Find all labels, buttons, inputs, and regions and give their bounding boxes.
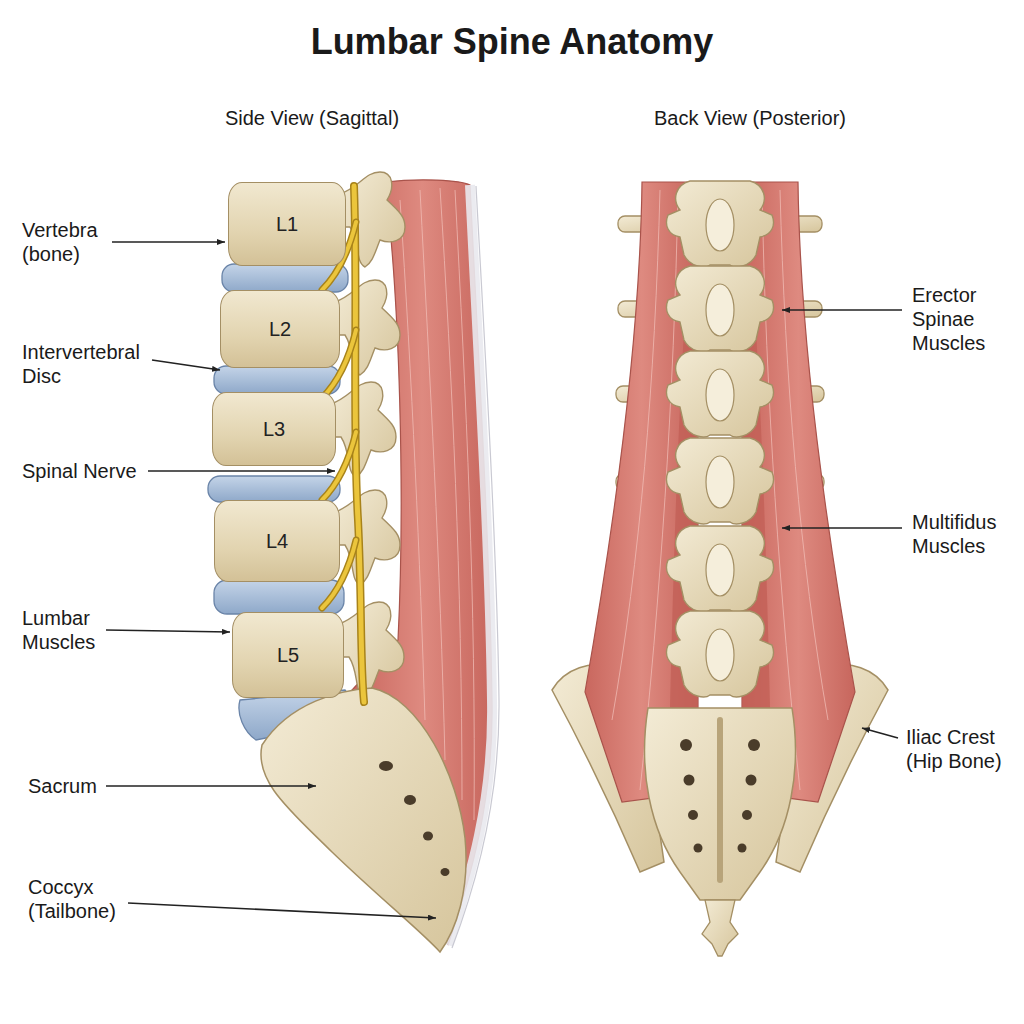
sacral-foramina: [423, 832, 433, 841]
spinous-processes: [706, 544, 734, 596]
disc: [214, 366, 340, 394]
part-label: Iliac Crest (Hip Bone): [906, 725, 1020, 773]
vertebral-body: L4: [214, 500, 340, 582]
vertebral-body: L5: [232, 612, 344, 698]
sacral-foramina: [379, 761, 393, 771]
vertebra-label: L1: [276, 213, 298, 236]
part-label: Multifidus Muscles: [912, 510, 1020, 558]
spinous-processes: [706, 199, 734, 251]
vertebral-column: [667, 526, 774, 612]
part-label: Sacrum: [28, 774, 128, 798]
leader-line: [128, 903, 436, 918]
leader-line: [152, 360, 220, 370]
part-label: Erector Spinae Muscles: [912, 283, 1012, 355]
label-text: Lumbar Muscles: [22, 607, 95, 653]
vertebra-label: L5: [277, 644, 299, 667]
muscle-striations: [400, 200, 425, 720]
leader-lines: [106, 242, 902, 918]
vertebra-label: L3: [263, 418, 285, 441]
label-text: Intervertebral Disc: [22, 341, 140, 387]
leader-line: [106, 630, 230, 632]
title: Lumbar Spine Anatomy: [0, 20, 1024, 63]
vertebra-label: L4: [266, 530, 288, 553]
sacral-foramina: [694, 844, 703, 853]
vertebral-column: [667, 438, 774, 524]
view-heading: Back View (Posterior): [625, 106, 875, 130]
sacral-foramina: [688, 810, 698, 820]
intervertebral-discs: [208, 264, 352, 740]
label-text: Sacrum: [28, 775, 97, 797]
label-text: Erector Spinae Muscles: [912, 284, 985, 354]
vertebra-label: L2: [269, 318, 291, 341]
part-label: Coccyx (Tailbone): [28, 875, 138, 923]
muscle-striations: [420, 190, 445, 760]
part-label: Spinal Nerve: [22, 459, 157, 483]
spinous-processes: [706, 456, 734, 508]
label-text: Coccyx (Tailbone): [28, 876, 116, 922]
sacral-foramina: [441, 868, 450, 876]
label-text: Iliac Crest (Hip Bone): [906, 726, 1002, 772]
sacral-foramina: [379, 761, 450, 876]
label-text: Vertebra (bone): [22, 219, 98, 265]
sacrum-side: [261, 688, 466, 952]
label-text: Back View (Posterior): [654, 107, 846, 129]
sacral-foramina: [738, 844, 747, 853]
muscle-striations: [612, 190, 660, 720]
sacral-foramina: [684, 775, 695, 786]
view-heading: Side View (Sagittal): [187, 106, 437, 130]
part-label: Intervertebral Disc: [22, 340, 157, 388]
coccyx-back: [702, 900, 738, 956]
vertebral-process: [339, 602, 404, 697]
muscle-striations: [780, 190, 828, 720]
leader-line: [106, 785, 316, 787]
vertebral-process: [331, 382, 396, 477]
part-label: Lumbar Muscles: [22, 606, 132, 654]
sacral-foramina: [742, 810, 752, 820]
vertebral-body: L1: [228, 182, 346, 266]
label-text: Multifidus Muscles: [912, 511, 996, 557]
vertebral-column: [667, 351, 774, 437]
leader-line: [862, 728, 898, 738]
label-text: Spinal Nerve: [22, 460, 137, 482]
leader-line: [782, 309, 902, 311]
sacrum-back: [645, 708, 796, 900]
leader-line: [148, 470, 335, 472]
spinous-processes: [706, 629, 734, 681]
vertebral-body: L3: [212, 392, 336, 466]
spinous-processes: [706, 284, 734, 336]
leader-line: [782, 527, 902, 529]
vertebral-column: [667, 181, 774, 267]
vertebral-column: [667, 266, 774, 352]
muscle-striations: [612, 190, 828, 790]
sacral-foramina: [404, 795, 416, 805]
sacral-foramina: [680, 739, 692, 751]
label-text: Side View (Sagittal): [225, 107, 399, 129]
spinous-processes: [706, 199, 734, 681]
vertebral-body: L2: [220, 290, 340, 368]
leader-line: [112, 241, 225, 243]
title-text: Lumbar Spine Anatomy: [311, 21, 714, 62]
sacral-foramina: [748, 739, 760, 751]
spinous-processes: [706, 369, 734, 421]
sacral-foramina: [746, 775, 757, 786]
vertebral-column: [667, 611, 774, 697]
median-crest: [717, 720, 723, 880]
part-label: Vertebra (bone): [22, 218, 122, 266]
muscle-striations: [440, 188, 462, 800]
vertebral-column: [667, 181, 774, 697]
